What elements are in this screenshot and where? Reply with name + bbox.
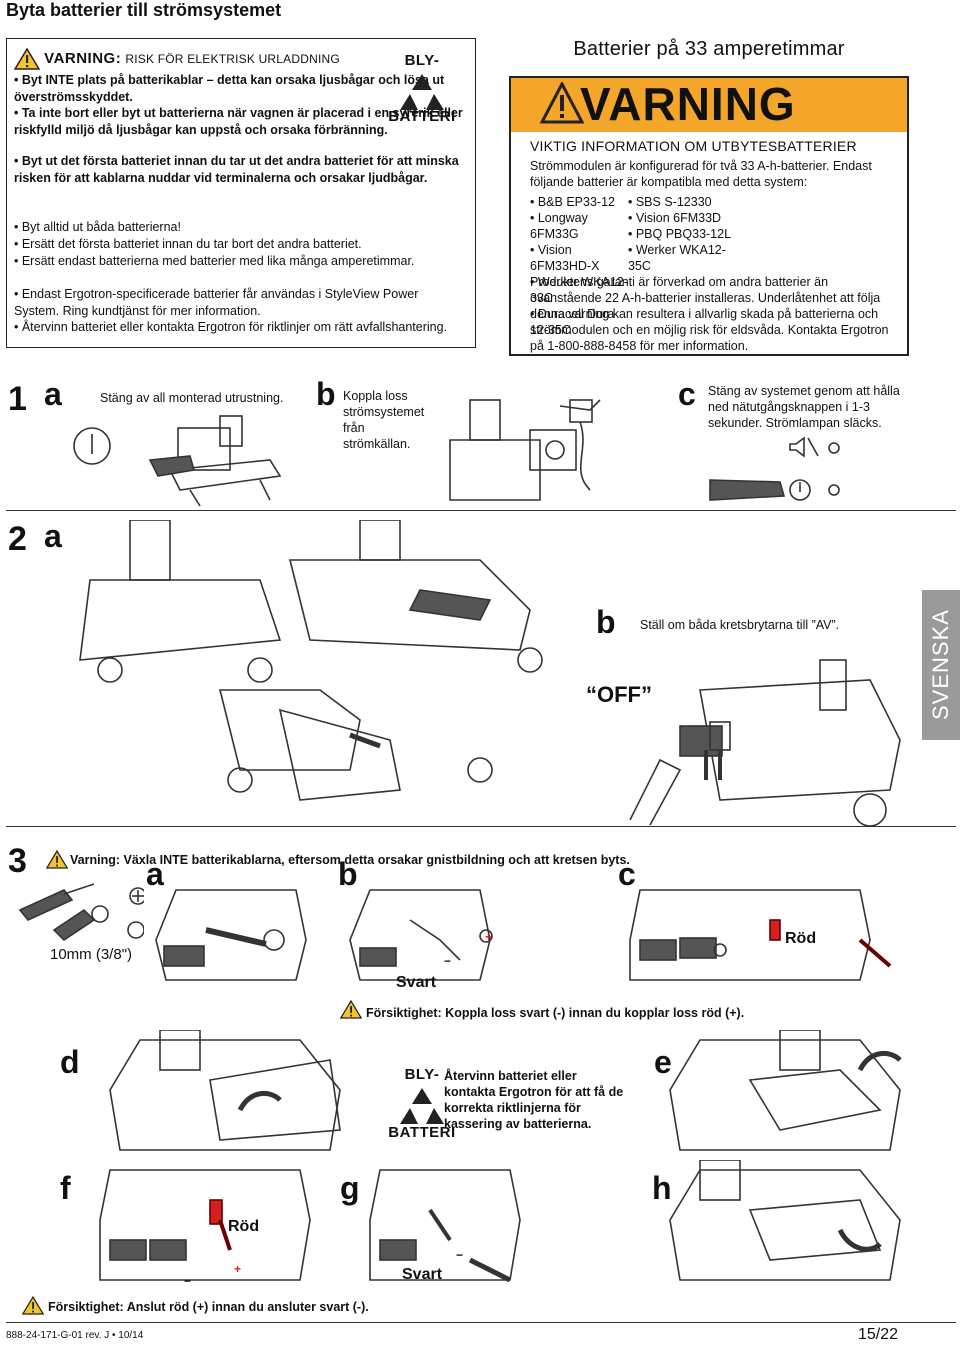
step-1c-illustration	[709, 436, 840, 501]
warning-heading: VARNING: RISK FÖR ELEKTRISK URLADDNING	[14, 48, 340, 70]
warning-note-4: • Endast Ergotron-specificerade batterie…	[14, 287, 419, 318]
step-3f-letter: f	[60, 1170, 71, 1206]
recycle-label-2: BATTERI	[388, 1124, 456, 1141]
warning-box	[6, 38, 476, 348]
language-tab-label: SVENSKA	[928, 609, 953, 721]
step-3a-letter: a	[146, 856, 164, 892]
battery-item: • B&B EP33-12	[530, 195, 615, 209]
step-3d-illustration	[109, 1030, 341, 1151]
warning-triangle-icon	[14, 48, 40, 70]
warning-note-2: • Ersätt det första batteriet innan du t…	[14, 237, 362, 251]
caution-disconnect: Försiktighet: Koppla loss svart (-) inna…	[366, 1006, 745, 1020]
battery-item: • Duracell Dura 12-35C	[530, 307, 615, 337]
language-tab: SVENSKA	[922, 590, 960, 740]
battery-item: • PBQ PBQ33-12L	[628, 227, 732, 241]
battery-item: • Vision 6FM33D	[628, 211, 722, 225]
black-cable-label: Svart	[396, 974, 437, 991]
step-3e-illustration	[669, 1030, 902, 1151]
page-title: Byta batterier till strömsystemet	[6, 0, 282, 20]
step-2a-illustration	[79, 520, 543, 801]
step-3c-illustration	[629, 889, 892, 981]
red-cable-label: Röd	[228, 1218, 260, 1235]
warning-note-1: • Byt alltid ut båda batterierna!	[14, 220, 181, 234]
warning-triangle-icon	[46, 850, 68, 869]
step-1a-text: Stäng av all monterad utrustning.	[100, 391, 284, 405]
battery-list-col1: • B&B EP33-12 • Longway 6FM33G • Vision …	[530, 194, 630, 338]
step-3c-letter: c	[618, 856, 636, 892]
battery-item: • Werker WKA12-35C	[628, 243, 726, 273]
warning-heading-sub: RISK FÖR ELEKTRISK URLADDNING	[125, 51, 340, 66]
battery-info-subheading: VIKTIG INFORMATION OM UTBYTESBATTERIER	[530, 138, 857, 154]
step-1-number: 1	[8, 380, 27, 418]
warning-bullet-3: • Byt ut det första batteriet innan du t…	[14, 154, 459, 185]
minus-symbol: −	[184, 1274, 192, 1288]
step-3e-letter: e	[654, 1044, 672, 1080]
black-cable-label: Svart	[402, 1266, 443, 1283]
warning-note-3: • Ersätt endast batterierna med batterie…	[14, 254, 415, 268]
screwdriver-wrench-icon	[18, 883, 144, 942]
recycle-label-top-1: BLY-	[404, 52, 440, 69]
recycle-icon	[400, 1088, 444, 1124]
warning-bullet-1: • Byt INTE plats på batterikablar – dett…	[14, 73, 445, 104]
step-1b-text: Koppla loss strömsystemet från strömkäll…	[343, 389, 425, 451]
step-3d-letter: d	[60, 1044, 80, 1080]
step-3h-letter: h	[652, 1170, 672, 1206]
page-number: 15/22	[858, 1326, 899, 1343]
recycle-instruction: Återvinn batteriet eller kontakta Ergotr…	[444, 1069, 624, 1131]
battery-item: • Werker WKA12-33C	[530, 275, 628, 305]
recycle-icon	[400, 74, 444, 110]
step-3a-illustration	[155, 889, 307, 981]
battery-box-title: Batterier på 33 amperetimmar	[573, 38, 845, 60]
step-1c-text: Stäng av systemet genom att hålla ned nä…	[708, 384, 900, 430]
plus-symbol: +	[485, 930, 493, 944]
step-2b-illustration	[629, 659, 901, 827]
warning-triangle-icon	[22, 1296, 44, 1315]
step-3g-letter: g	[340, 1170, 360, 1206]
battery-item: • SBS S-12330	[628, 195, 712, 209]
battery-info-footer: Produktens garanti är förverkad om andra…	[530, 275, 889, 353]
plus-symbol: +	[234, 1262, 242, 1276]
red-cable-label: Röd	[785, 930, 817, 947]
recycle-label-1: BLY-	[404, 1066, 440, 1083]
step-1b-letter: b	[316, 376, 336, 412]
off-label: “OFF”	[586, 682, 652, 707]
step-2-number: 2	[8, 520, 27, 558]
battery-item: • Longway 6FM33G	[530, 211, 588, 241]
step-1a-illustration	[73, 415, 282, 507]
step-3b-letter: b	[338, 856, 358, 892]
minus-symbol: −	[444, 954, 452, 968]
recycle-label-top-2: BATTERI	[388, 108, 456, 125]
warning-bullet-2: • Ta inte bort eller byt ut batterierna …	[14, 106, 463, 137]
battery-list-col2: • SBS S-12330 • Vision 6FM33D • PBQ PBQ3…	[628, 194, 748, 274]
divider	[6, 826, 956, 827]
warning-note-5: • Återvinn batteriet eller kontakta Ergo…	[14, 320, 448, 334]
warning-heading-main: VARNING:	[44, 49, 122, 67]
divider	[6, 1322, 956, 1323]
battery-info-box	[509, 132, 909, 356]
step-3-number: 3	[8, 842, 27, 880]
warning-triangle-icon	[340, 1000, 362, 1019]
step-3g-illustration	[369, 1169, 521, 1283]
step-2b-text: Ställ om båda kretsbrytarna till ”AV”.	[640, 618, 840, 632]
caution-connect: Försiktighet: Anslut röd (+) innan du an…	[48, 1300, 369, 1314]
divider	[6, 510, 956, 511]
document-number: 888-24-171-G-01 rev. J • 10/14	[6, 1330, 144, 1341]
minus-symbol: −	[456, 1248, 464, 1262]
tool-size-label: 10mm (3/8")	[50, 946, 133, 963]
step-1a-letter: a	[44, 376, 62, 412]
step-1b-illustration	[449, 399, 601, 501]
warning-triangle-icon	[540, 82, 584, 124]
step-1c-letter: c	[678, 376, 696, 412]
battery-info-intro: Strömmodulen är konfigurerad för två 33 …	[530, 159, 872, 189]
step-2b-letter: b	[596, 604, 616, 640]
step-3f-illustration	[99, 1169, 311, 1281]
step-3-warning: Varning: Växla INTE batterikablarna, eft…	[70, 853, 630, 867]
step-3b-illustration	[349, 889, 493, 981]
step-3h-illustration	[669, 1160, 901, 1281]
step-2a-letter: a	[44, 518, 62, 554]
varning-banner-text: VARNING	[580, 78, 796, 130]
battery-item: • Vision 6FM33HD-X	[530, 243, 600, 273]
